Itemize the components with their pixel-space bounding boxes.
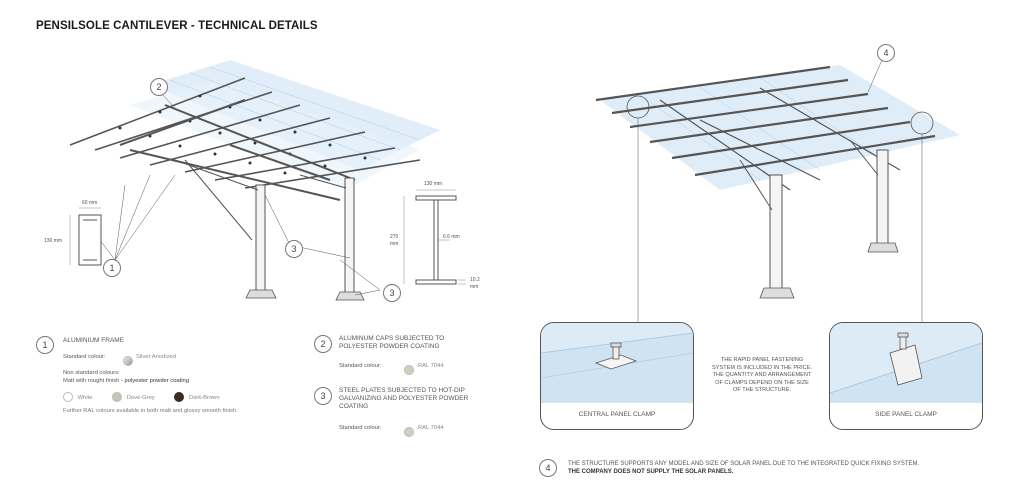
item-3-swatch	[404, 423, 414, 441]
callout-4-marker: 4	[877, 44, 895, 62]
side-clamp-label: SIDE PANEL CLAMP	[875, 411, 937, 418]
beam-height-unit: mm	[390, 241, 399, 247]
dove-grey-label: Dove-Grey	[126, 394, 155, 401]
item-1-nonstandard-desc: Matt with rought finish - polyester powd…	[63, 377, 189, 385]
dark-brown-swatch	[174, 392, 185, 402]
central-clamp-illustration	[541, 323, 693, 403]
dove-grey-swatch	[112, 392, 123, 402]
callout-3-marker-b: 3	[383, 284, 401, 302]
item-1-nonstandard-title: Non standard colours:	[63, 370, 120, 376]
item-3-standard-value: RAL 7044	[418, 425, 444, 431]
item-1-standard-swatch	[123, 352, 133, 370]
item-4-bold-text: THE COMPANY DOES NOT SUPPLY THE SOLAR PA…	[568, 469, 734, 475]
dark-brown-label: Dark-Brown	[188, 394, 220, 401]
clamp-note: THE RAPID PANEL FASTENING SYSTEM IS INCL…	[712, 357, 812, 393]
beam-height-value: 270	[390, 234, 399, 240]
nonstandard-desc-prefix: Matt with rought finish -	[63, 378, 125, 384]
beam-width-dim: 130 mm	[424, 181, 443, 187]
callout-2-marker: 2	[150, 78, 168, 96]
item-1-number: 1	[36, 336, 54, 354]
item-2-standard-label: Standard colour:	[339, 363, 382, 369]
flange-value: 10.2	[470, 277, 480, 283]
central-panel-clamp-box: CENTRAL PANEL CLAMP	[540, 322, 694, 430]
side-panel-clamp-box: SIDE PANEL CLAMP	[829, 322, 983, 430]
white-swatch	[63, 392, 73, 402]
item-3-number: 3	[314, 387, 332, 405]
central-clamp-label: CENTRAL PANEL CLAMP	[578, 411, 656, 418]
callout-3-marker-a: 3	[285, 240, 303, 258]
callout-1-marker: 1	[103, 259, 121, 277]
item-2-swatch	[404, 361, 414, 379]
item-2-title: ALUMINUM CAPS SUBJECTED TO POLYESTER POW…	[339, 335, 445, 350]
frame-width-dim: 60 mm	[82, 200, 98, 206]
item-1-title: ALUMINIUM FRAME	[63, 337, 125, 344]
flange-unit: mm	[470, 284, 479, 290]
item-3-standard-label: Standard colour:	[339, 425, 382, 431]
web-thickness-dim: 6.6 mm	[443, 234, 460, 240]
item-4-text: THE STRUCTURE SUPPORTS ANY MODEL AND SIZ…	[568, 461, 920, 467]
white-label: White	[77, 394, 93, 401]
item-1-standard-value: Silver Anodized	[136, 354, 176, 360]
side-clamp-illustration	[830, 323, 982, 403]
item-2-number: 2	[314, 335, 332, 353]
nonstandard-desc-bold: polyester powder coating	[124, 378, 189, 384]
item-1-standard-label: Standard colour:	[63, 354, 106, 360]
item-1-further: Further RAL colours available in both ma…	[63, 408, 238, 414]
frame-height-dim: 130 mm	[44, 238, 63, 244]
item-4-number: 4	[539, 459, 557, 477]
item-3-title: STEEL PLATES SUBJECTED TO HOT-DIP GALVAN…	[339, 387, 469, 410]
item-2-standard-value: RAL 7044	[418, 363, 444, 369]
colour-options: White Dove-Grey Dark-Brown	[63, 392, 263, 402]
page-title: PENSILSOLE CANTILEVER - TECHNICAL DETAIL…	[36, 20, 318, 32]
